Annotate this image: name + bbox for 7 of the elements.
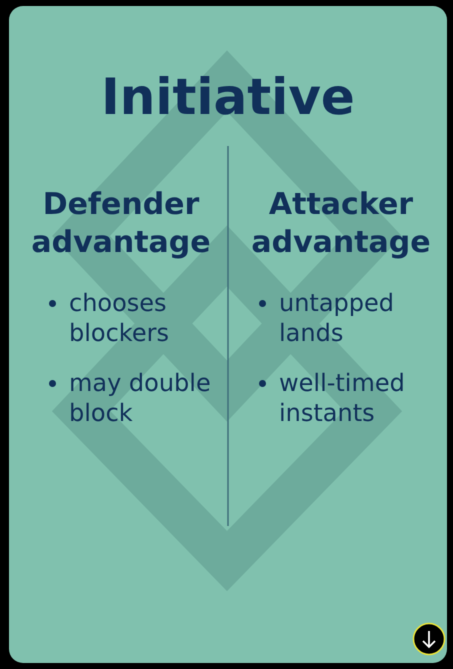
title: Initiative — [100, 68, 356, 126]
column-heading: Attacker advantage — [250, 186, 432, 262]
bullet-item: untapped lands — [257, 288, 429, 348]
column-heading: Defender advantage — [30, 186, 212, 262]
bullet-item: chooses blockers — [47, 288, 219, 348]
bullet-item: well-timed instants — [257, 368, 429, 428]
bullet-item: may double block — [47, 368, 219, 428]
